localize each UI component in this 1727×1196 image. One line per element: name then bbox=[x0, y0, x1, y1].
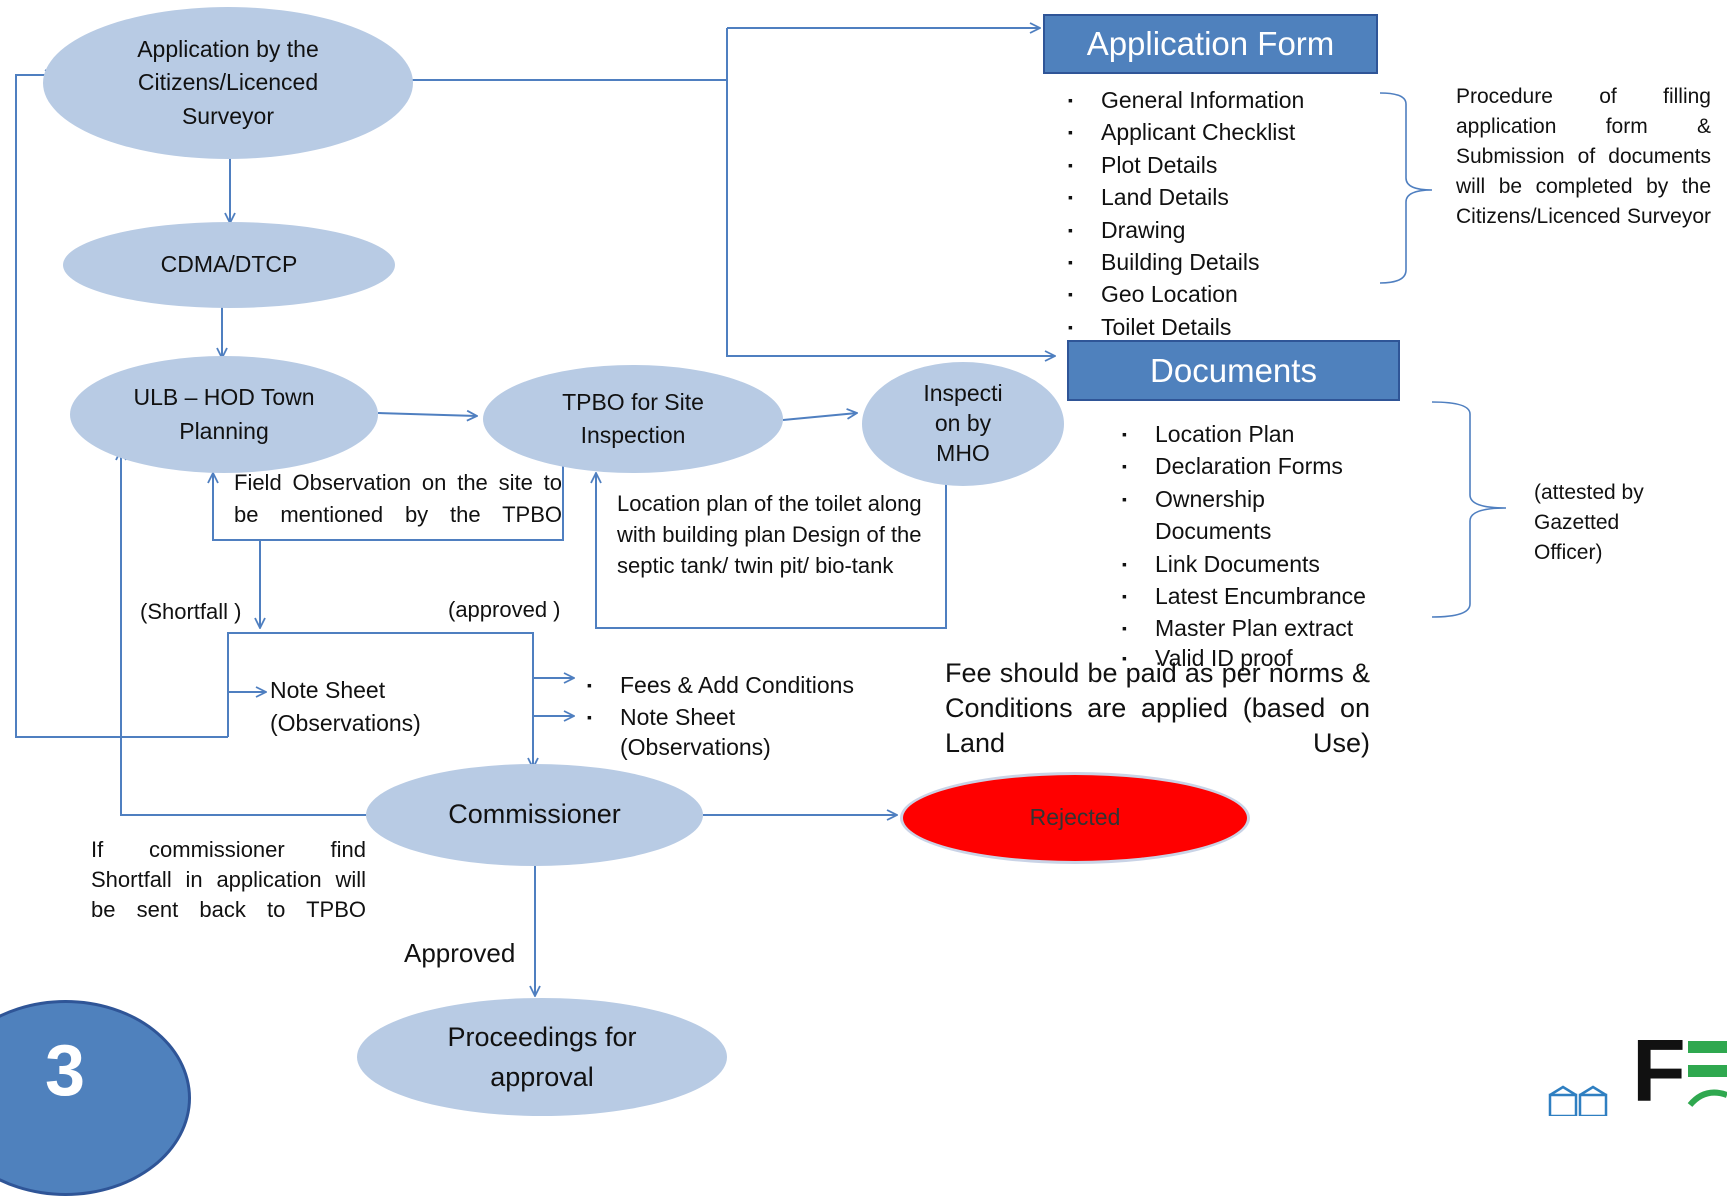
flow-connectors bbox=[15, 0, 1507, 1116]
location-plan-note: Location plan of the toilet along with b… bbox=[617, 491, 922, 578]
list-item: Note Sheet (Observations) bbox=[585, 702, 800, 762]
list-item: Link Documents bbox=[1120, 548, 1410, 581]
application-form-header[interactable]: Application Form bbox=[1043, 14, 1378, 74]
tpbo-to-mho-arrow bbox=[782, 413, 857, 421]
list-item: Geo Location bbox=[1066, 278, 1366, 311]
shortfall-label: (Shortfall ) bbox=[140, 599, 242, 624]
application-form-procedure-note: Procedure of filling application form & … bbox=[1456, 85, 1711, 228]
application-form-list: General Information Applicant Checklist … bbox=[1066, 84, 1366, 344]
logo-letter: F bbox=[1632, 1025, 1686, 1116]
ulb-to-tpbo-arrow bbox=[377, 413, 477, 416]
list-item: Ownership Documents bbox=[1120, 483, 1305, 548]
commissioner-node[interactable]: Commissioner bbox=[366, 764, 703, 866]
cdma-dtcp-node[interactable]: CDMA/DTCP bbox=[63, 222, 395, 308]
field-observation-loop bbox=[213, 460, 564, 541]
inspection-mho-node[interactable]: Inspecti on by MHO bbox=[862, 362, 1064, 486]
documents-attested-note: (attested by Gazetted Officer) bbox=[1534, 481, 1644, 564]
list-item: Drawing bbox=[1066, 214, 1366, 247]
mho-return-loop bbox=[596, 473, 947, 629]
documents-list: Location Plan Declaration Forms Ownershi… bbox=[1120, 418, 1410, 671]
proceedings-node[interactable]: Proceedings for approval bbox=[357, 998, 727, 1116]
approved-branch-label: (approved ) bbox=[448, 597, 561, 622]
list-item: Fees & Add Conditions bbox=[585, 669, 905, 702]
organization-logo: F bbox=[1548, 1025, 1727, 1116]
list-item: Declaration Forms bbox=[1120, 450, 1410, 483]
rejected-node[interactable]: Rejected bbox=[900, 772, 1250, 864]
list-item: Building Details bbox=[1066, 246, 1366, 279]
list-item: Valid ID proof bbox=[1120, 645, 1410, 671]
approved-label: Approved bbox=[404, 938, 516, 968]
application-node[interactable]: Application by the Citizens/Licenced Sur… bbox=[43, 7, 413, 159]
documents-header[interactable]: Documents bbox=[1067, 340, 1400, 401]
ulb-hod-node[interactable]: ULB – HOD Town Planning bbox=[70, 356, 378, 473]
fee-note: Fee should be paid as per norms & Condit… bbox=[945, 658, 1370, 758]
list-item: Toilet Details bbox=[1066, 311, 1366, 344]
list-item: Location Plan bbox=[1120, 418, 1410, 451]
list-item: Master Plan extract bbox=[1120, 612, 1410, 645]
note-sheet-left-label: Note Sheet (Observations) bbox=[270, 677, 421, 736]
slide-number: 3 bbox=[45, 1031, 86, 1111]
to-documents-arrow bbox=[726, 28, 1055, 356]
documents-bracket bbox=[1431, 401, 1507, 618]
field-observation-label: Field Observation on the site to be ment… bbox=[234, 470, 562, 527]
list-item: Land Details bbox=[1066, 181, 1366, 214]
list-item: General Information bbox=[1066, 84, 1366, 117]
commissioner-shortfall-note: If commissioner find Shortfall in applic… bbox=[91, 837, 366, 922]
tpbo-site-inspection-node[interactable]: TPBO for Site Inspection bbox=[483, 365, 783, 473]
commissioner-inputs-list: Fees & Add Conditions Note Sheet (Observ… bbox=[585, 669, 905, 762]
commissioner-to-ulb-arrow bbox=[121, 450, 366, 816]
list-item: Applicant Checklist bbox=[1066, 116, 1366, 149]
application-form-bracket bbox=[1379, 92, 1433, 284]
list-item: Plot Details bbox=[1066, 149, 1366, 182]
list-item: Latest Encumbrance bbox=[1120, 580, 1410, 613]
shortfall-approved-branch bbox=[227, 632, 533, 768]
